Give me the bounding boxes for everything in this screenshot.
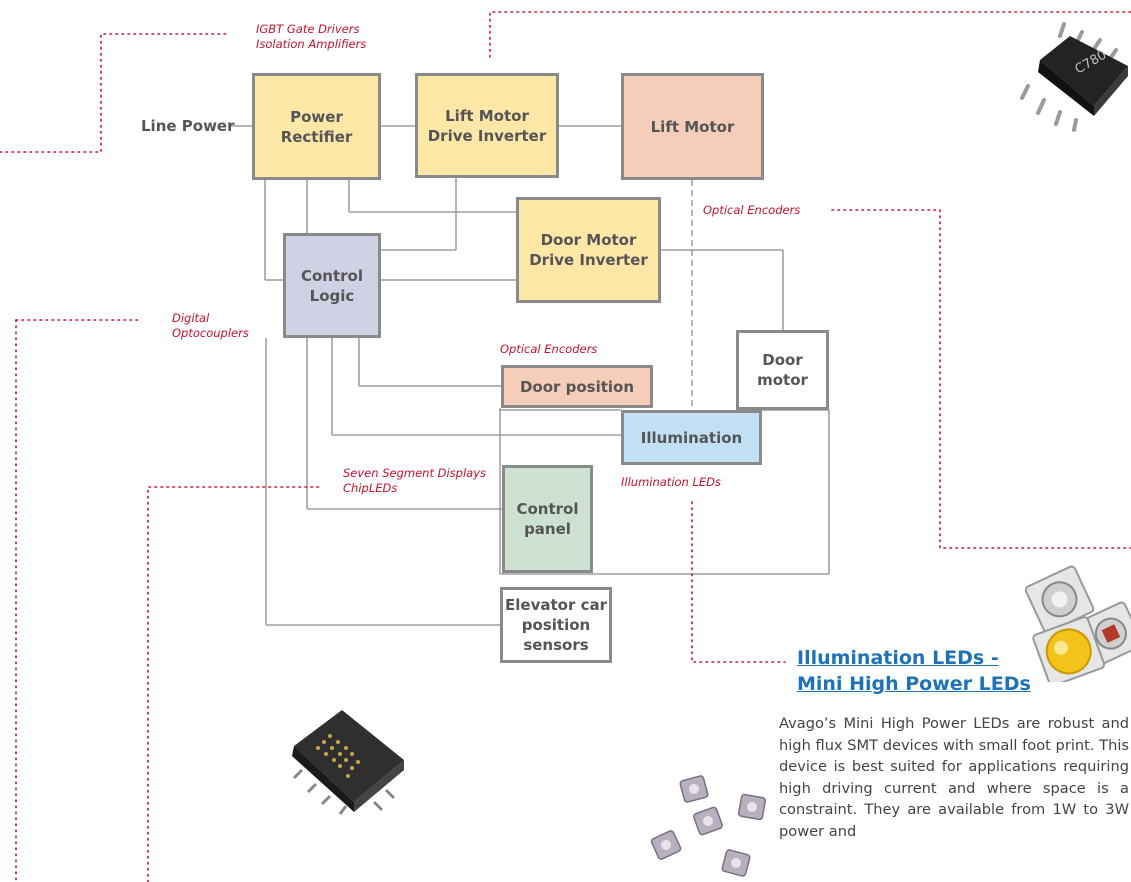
optocoupler-ic-chip-icon: C780 xyxy=(1020,22,1128,132)
digital-optocouplers-label: Digital Optocouplers xyxy=(172,311,249,340)
optical-encoders-mid-label: Optical Encoders xyxy=(500,342,598,356)
illumination-leds-label: Illumination LEDs xyxy=(621,475,722,489)
power-rectifier-box: Power Rectifier xyxy=(252,73,381,180)
product-heading-line1[interactable]: Illumination LEDs - xyxy=(797,647,999,669)
illumination-box: Illumination xyxy=(621,410,762,465)
door-motor-inverter-box: Door Motor Drive Inverter xyxy=(516,197,661,303)
control-logic-box: Control Logic xyxy=(283,233,381,338)
door-position-box: Door position xyxy=(501,365,653,408)
product-heading-line2[interactable]: Mini High Power LEDs xyxy=(797,673,1031,695)
position-sensors-box: Elevator car position sensors xyxy=(500,587,612,663)
high-power-led-cluster-icon xyxy=(1024,565,1131,682)
product-heading-link[interactable]: Illumination LEDs - Mini High Power LEDs xyxy=(797,645,1031,697)
seven-segment-label: Seven Segment Displays ChipLEDs xyxy=(343,466,486,495)
connector-lines xyxy=(228,125,830,626)
control-panel-box: Control panel xyxy=(502,465,593,573)
dotted-leader-lines xyxy=(0,11,1131,882)
igbt-label: IGBT Gate Drivers Isolation Amplifiers xyxy=(256,22,367,51)
dot-matrix-display-icon xyxy=(292,710,404,815)
product-description: Avago’s Mini High Power LEDs are robust … xyxy=(779,715,1129,840)
line-power-label: Line Power xyxy=(141,117,235,135)
small-smt-leds-icon xyxy=(650,775,767,877)
door-motor-box: Door motor xyxy=(736,330,829,410)
lift-motor-box: Lift Motor xyxy=(621,73,764,180)
optical-encoders-top-label: Optical Encoders xyxy=(703,203,801,217)
lift-motor-inverter-box: Lift Motor Drive Inverter xyxy=(415,73,559,178)
